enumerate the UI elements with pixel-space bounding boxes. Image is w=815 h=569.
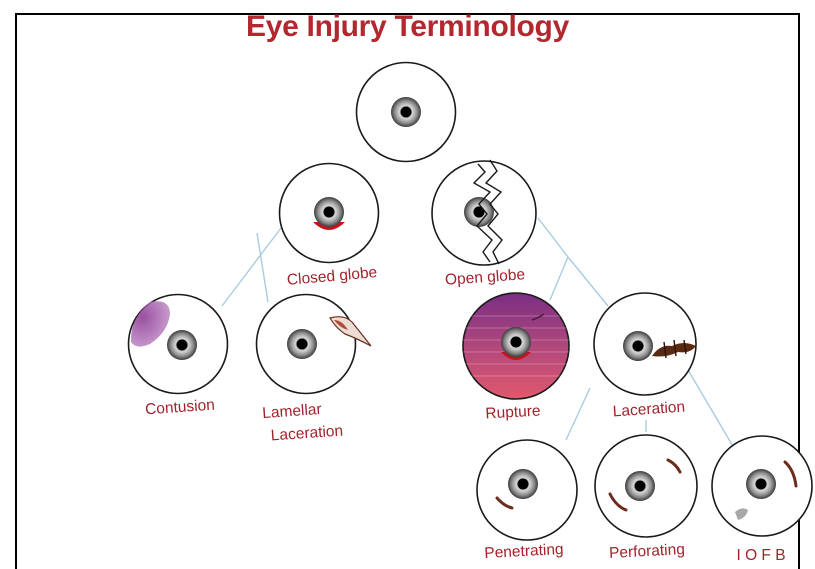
iris-penetrating: [508, 469, 538, 499]
label-rupture: Rupture: [485, 403, 541, 423]
label-iofb: I O F B: [736, 547, 785, 564]
iris-laceration: [623, 331, 653, 361]
connector-open-laceration: [568, 257, 608, 306]
node-contusion: Contusion: [129, 295, 228, 419]
node-eye: [357, 63, 456, 162]
iris-eye: [391, 97, 421, 127]
label-lamellar-line1: Lamellar: [262, 401, 322, 422]
iris-open-globe: [464, 197, 494, 227]
iris-rupture: [501, 327, 531, 357]
label-closed-globe: Closed globe: [286, 264, 378, 289]
label-penetrating: Penetrating: [484, 541, 564, 562]
label-lamellar-line2: Laceration: [270, 422, 343, 444]
node-open-globe: Open globe: [432, 160, 536, 289]
connector-closed-lamellar: [257, 233, 268, 302]
iris-iofb: [746, 469, 776, 499]
iris-perforating: [625, 471, 655, 501]
label-contusion: Contusion: [145, 397, 216, 419]
node-closed-globe: Closed globe: [280, 164, 379, 289]
node-lamellar-laceration: Lamellar Laceration: [257, 295, 372, 445]
node-laceration: Laceration: [594, 293, 696, 421]
connector-open-rupture: [550, 257, 568, 300]
node-iofb: I O F B: [712, 436, 812, 564]
connector-open-split: [538, 218, 568, 257]
iris-contusion: [167, 330, 197, 360]
node-perforating: Perforating: [595, 435, 697, 562]
connector-laceration-iofb: [688, 370, 734, 448]
label-perforating: Perforating: [609, 541, 686, 562]
iris-closed-globe: [314, 197, 344, 227]
iris-lamellar: [287, 329, 317, 359]
node-rupture: Rupture: [463, 293, 569, 422]
node-penetrating: Penetrating: [477, 440, 577, 562]
connector-laceration-penetrating: [566, 388, 590, 440]
label-open-globe: Open globe: [444, 266, 525, 289]
label-laceration: Laceration: [612, 398, 685, 420]
connector-closed-contusion: [222, 228, 281, 306]
